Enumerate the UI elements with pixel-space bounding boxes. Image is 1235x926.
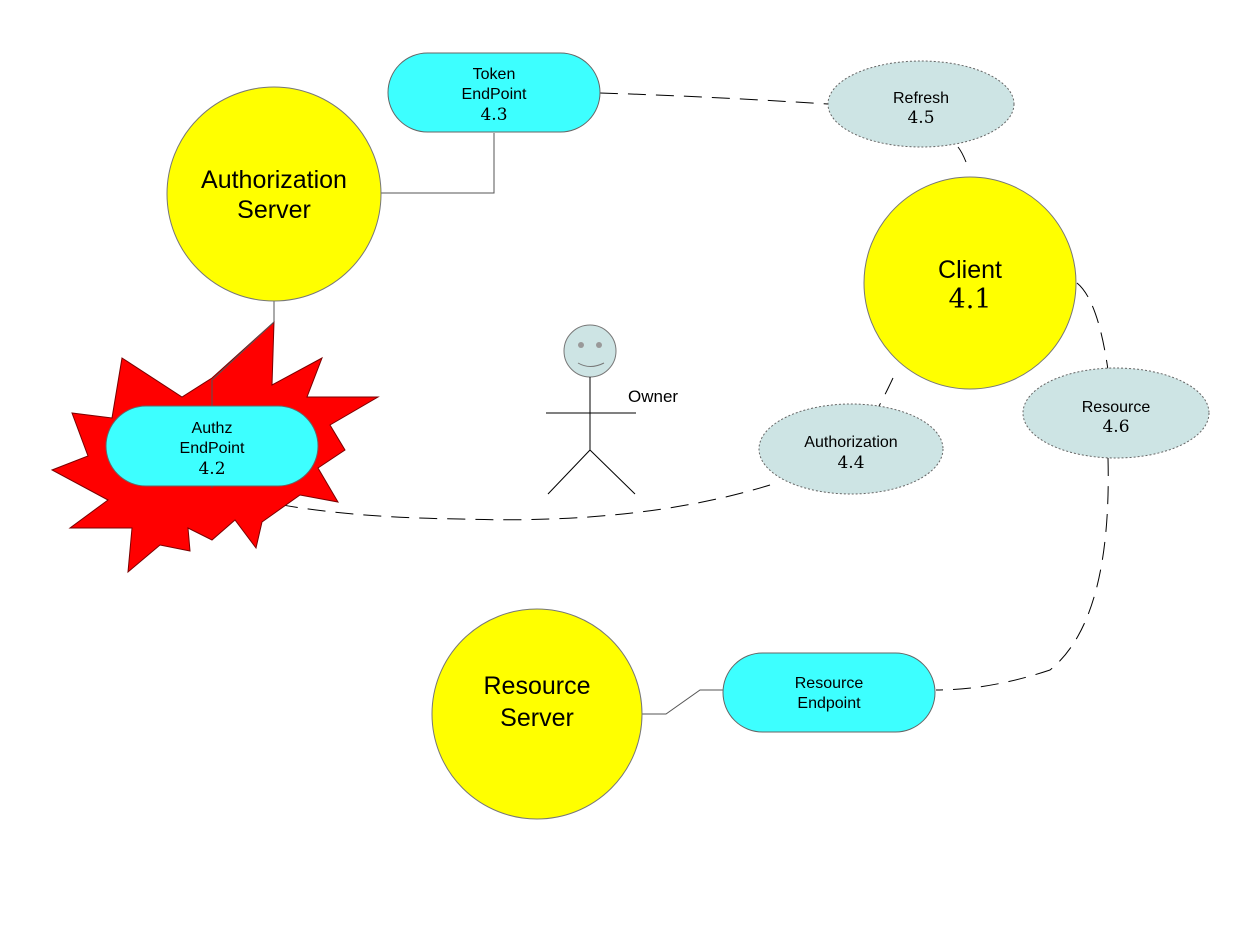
authz-endpoint: Authz EndPoint 4.2 xyxy=(105,405,319,487)
refresh-flow-number: 4.5 xyxy=(907,108,934,128)
resource-server: Resource Server xyxy=(431,608,643,820)
client-number: 4.1 xyxy=(949,284,992,315)
refresh-flow-ellipse xyxy=(827,60,1015,148)
authz-endpoint-number: 4.2 xyxy=(198,459,225,479)
connector-resource-flow-to-endpoint xyxy=(935,457,1109,691)
authorization-flow-label: Authorization xyxy=(804,434,897,451)
resource-flow-number: 4.6 xyxy=(1102,417,1129,437)
resource-flow: Resource 4.6 xyxy=(1022,367,1210,459)
authorization-server: Authorization Server xyxy=(166,86,382,302)
refresh-flow-label: Refresh xyxy=(893,90,949,107)
authorization-server-circle xyxy=(166,86,382,302)
refresh-flow: Refresh 4.5 xyxy=(827,60,1015,148)
authz-endpoint-pill xyxy=(105,405,319,487)
authorization-server-label-line1: Authorization xyxy=(201,166,347,194)
connector-client-to-authorization-flow xyxy=(877,377,894,409)
resource-endpoint: Resource Endpoint xyxy=(722,652,936,733)
token-endpoint-number: 4.3 xyxy=(480,105,507,125)
resource-endpoint-pill xyxy=(722,652,936,733)
authz-endpoint-line1: Authz xyxy=(192,420,233,437)
resource-endpoint-line2: Endpoint xyxy=(797,695,861,712)
authorization-flow-number: 4.4 xyxy=(837,453,864,473)
resource-server-circle xyxy=(431,608,643,820)
authorization-flow-ellipse xyxy=(758,403,944,495)
token-endpoint-line2: EndPoint xyxy=(462,86,527,103)
owner-head xyxy=(563,324,617,378)
connector-token-to-refresh xyxy=(599,92,829,105)
connector-refresh-to-client xyxy=(957,146,967,163)
owner-label: Owner xyxy=(628,387,678,406)
resource-server-label-line2: Server xyxy=(500,704,574,732)
connector-authorization-flow-to-authz-endpoint xyxy=(211,484,771,521)
resource-endpoint-line1: Resource xyxy=(795,675,864,692)
client-circle xyxy=(863,176,1077,390)
token-endpoint-pill xyxy=(387,52,601,133)
client-label: Client xyxy=(938,256,1002,284)
resource-flow-label: Resource xyxy=(1082,399,1151,416)
token-endpoint-line1: Token xyxy=(473,66,516,83)
authorization-flow: Authorization 4.4 xyxy=(758,403,944,495)
resource-flow-ellipse xyxy=(1022,367,1210,459)
resource-server-label-line1: Resource xyxy=(484,672,591,700)
client: Client 4.1 xyxy=(863,176,1077,390)
authorization-server-label-line2: Server xyxy=(237,196,311,224)
stick-figure-icon xyxy=(546,324,636,495)
connector-auth-server-to-token-endpoint xyxy=(381,133,495,194)
connector-client-to-resource-flow xyxy=(1076,282,1109,371)
token-endpoint: Token EndPoint 4.3 xyxy=(387,52,601,133)
owner-actor: Owner xyxy=(546,324,678,495)
authz-endpoint-line2: EndPoint xyxy=(180,440,245,457)
connector-resource-server-to-endpoint xyxy=(642,689,723,715)
